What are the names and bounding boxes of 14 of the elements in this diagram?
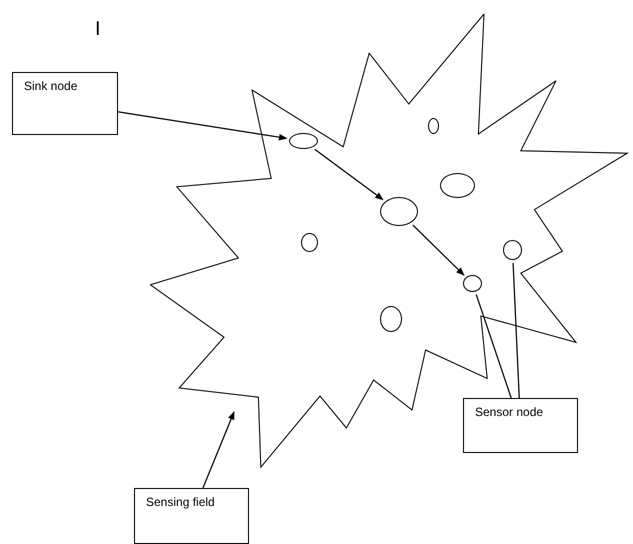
box-label: Sink node xyxy=(24,79,78,93)
text-label: I xyxy=(95,18,101,41)
text-box xyxy=(463,398,578,453)
text-box xyxy=(12,72,118,135)
box-label: Sensing field xyxy=(146,495,215,509)
box-label: Sensor node xyxy=(475,405,544,419)
arrow xyxy=(202,411,235,488)
leader-line xyxy=(512,262,520,398)
arrow xyxy=(314,148,384,200)
arrow xyxy=(412,224,465,276)
leader-line xyxy=(476,294,512,398)
arrow xyxy=(118,111,288,140)
sensing-field-star xyxy=(150,14,630,470)
text-box xyxy=(134,488,249,544)
